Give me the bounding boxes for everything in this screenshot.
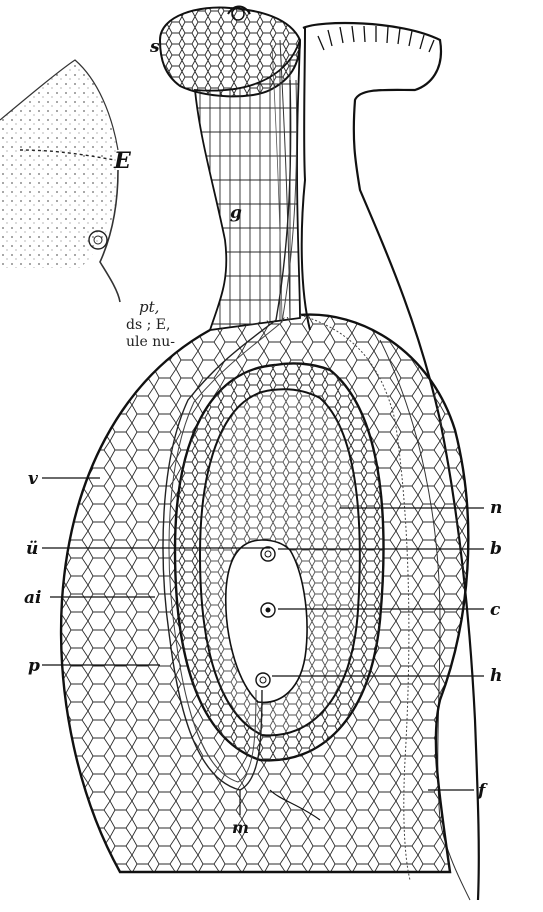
inset-figure: [0, 60, 120, 302]
inset-caption-line-1: pt,: [139, 298, 159, 316]
label-g: g: [230, 203, 242, 223]
label-m: m: [232, 818, 249, 837]
label-u: ü: [26, 539, 38, 559]
inset-caption-line-3: ule nu-: [126, 334, 175, 350]
label-h: h: [490, 666, 502, 686]
label-n: n: [490, 498, 502, 518]
inset-caption-line-2: ds ; E,: [126, 317, 170, 333]
label-b: b: [490, 539, 502, 559]
label-v: v: [28, 469, 39, 489]
label-s: s: [149, 37, 160, 57]
label-p: p: [28, 656, 40, 676]
label-f: f: [477, 781, 488, 801]
label-E: E: [113, 148, 132, 174]
label-c: c: [490, 600, 501, 620]
label-ai: ai: [24, 588, 41, 608]
